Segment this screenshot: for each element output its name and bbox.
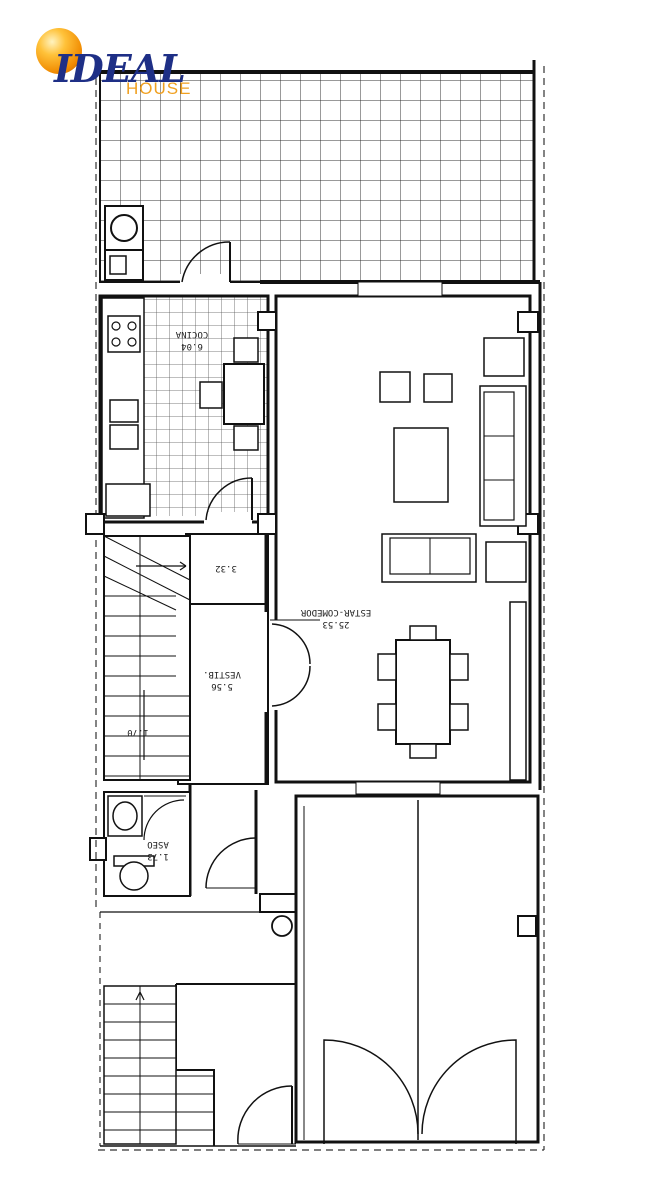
sideboard-icon — [509, 601, 527, 781]
garage-post-icon — [271, 915, 293, 937]
armchair-2-icon — [485, 541, 527, 583]
entrance-door — [205, 837, 257, 889]
fridge-icon — [105, 483, 151, 517]
kitchen-area-label: 6.04 — [181, 341, 203, 351]
vestibule-area-label: 5.56 — [211, 681, 233, 691]
kitchen-door — [204, 477, 253, 524]
coffee-table-icon — [393, 427, 449, 503]
cooktop-icon — [107, 315, 141, 353]
hallway — [177, 533, 301, 913]
living-double-door — [266, 619, 320, 710]
kitchen-sink-icon — [109, 399, 139, 450]
dining-table-icon — [377, 625, 469, 759]
terrace — [99, 60, 536, 283]
washbasin-icon — [107, 795, 143, 837]
toilet-area-label: 1.73 — [147, 851, 169, 861]
loveseat-icon — [381, 533, 477, 583]
property-boundary — [85, 66, 545, 1151]
toilet-name-label: ASEO — [147, 839, 169, 849]
exterior-stairs — [103, 985, 214, 1145]
ideal-house-logo: IDEAL HOUSE — [34, 28, 214, 100]
logo-sphere-icon — [36, 28, 82, 74]
hall-area-label: 3.32 — [215, 563, 237, 573]
washing-machine-icon — [104, 205, 144, 251]
stair-area-label: 1.70 — [127, 727, 149, 737]
kitchen-table-icon — [199, 337, 265, 451]
front-yard — [99, 911, 297, 1147]
garage — [294, 794, 540, 1144]
armchair-icon — [483, 337, 525, 377]
terrace-door — [180, 241, 231, 284]
logo-sub-text: HOUSE — [126, 79, 192, 98]
vestibule-name-label: VESTIB. — [203, 669, 241, 679]
utility-sink-icon — [104, 249, 144, 281]
sofa-icon — [479, 385, 527, 527]
logo-main-text: IDEAL — [54, 46, 186, 91]
living-area-label: 25.53 — [322, 619, 349, 629]
side-table-icon — [379, 371, 453, 403]
living-name-label: ESTAR-COMEDOR — [300, 607, 371, 617]
staircase — [103, 535, 191, 781]
toilet-icon — [113, 855, 155, 891]
kitchen-name-label: COCINA — [175, 329, 208, 339]
gate-door — [237, 1085, 296, 1145]
